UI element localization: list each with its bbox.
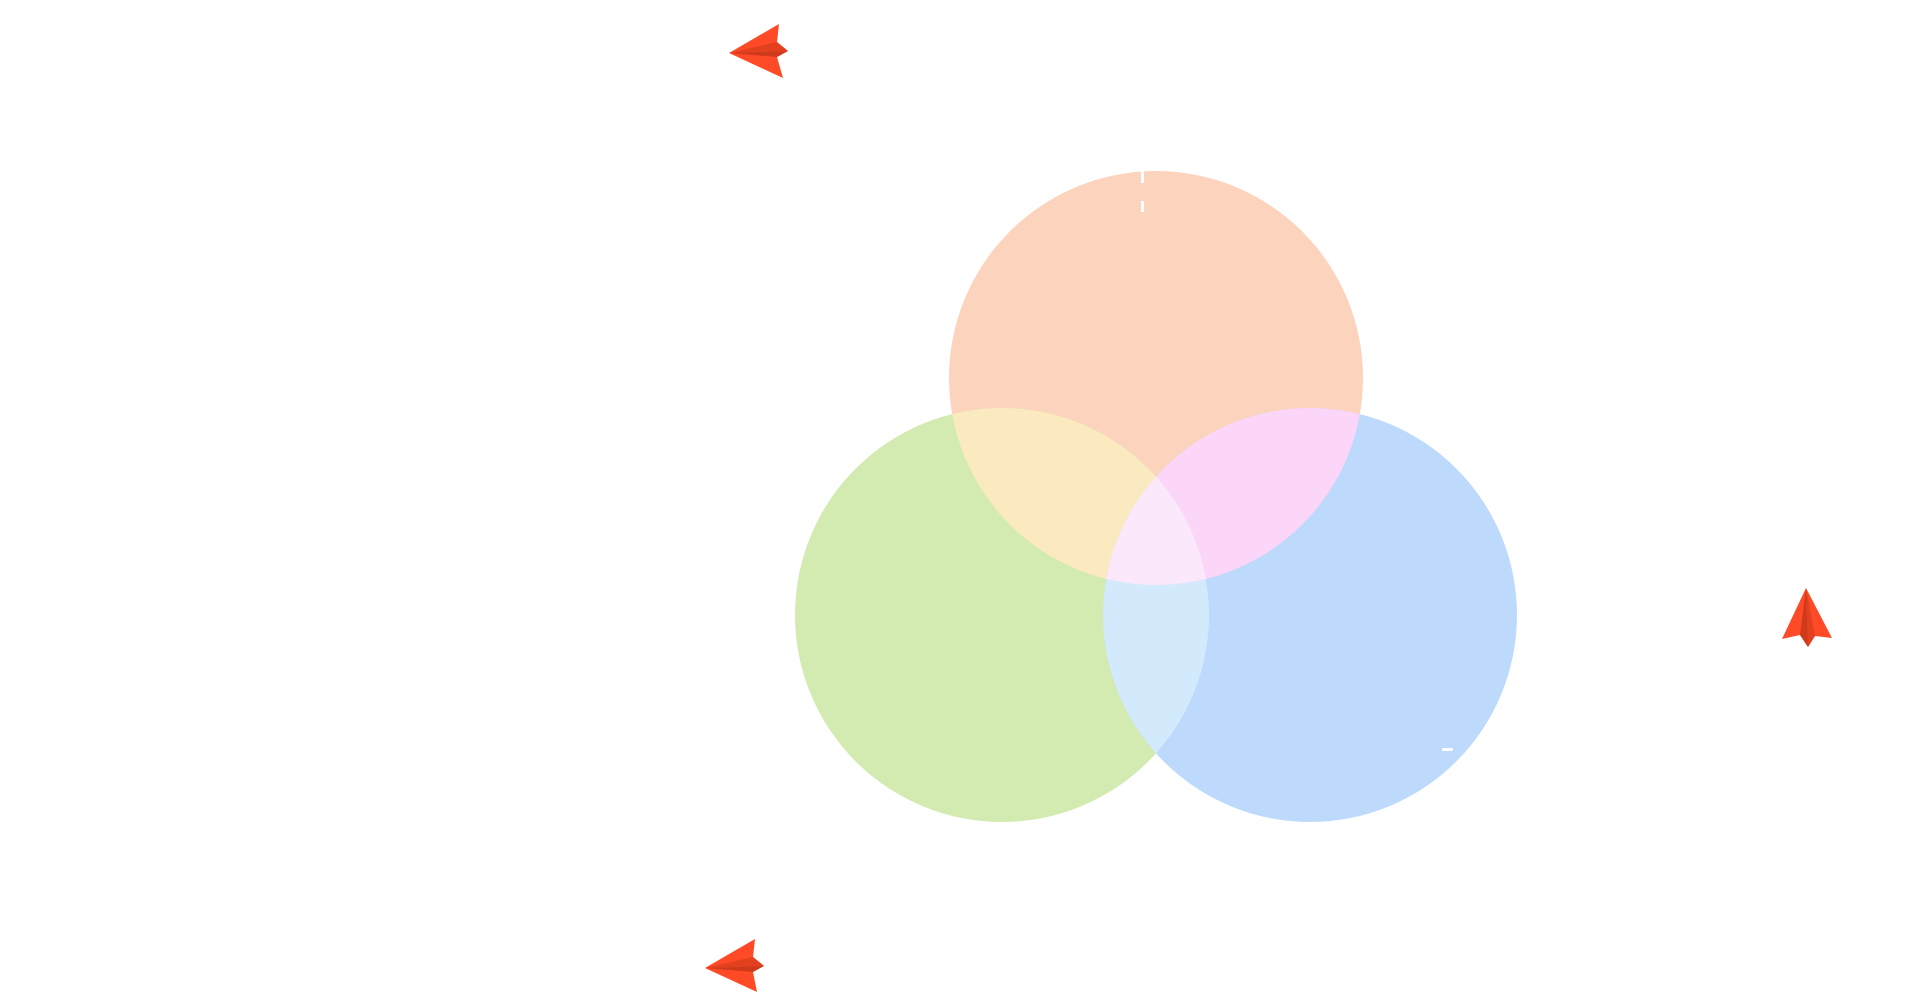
paper-plane-icon: [705, 939, 764, 992]
tick-marks: [1141, 171, 1453, 751]
venn-overlap-top-left: [949, 408, 1209, 585]
venn-overlap-top-right: [1103, 408, 1363, 585]
paper-plane-icon: [729, 24, 788, 78]
paper-plane-icon: [1782, 588, 1832, 647]
